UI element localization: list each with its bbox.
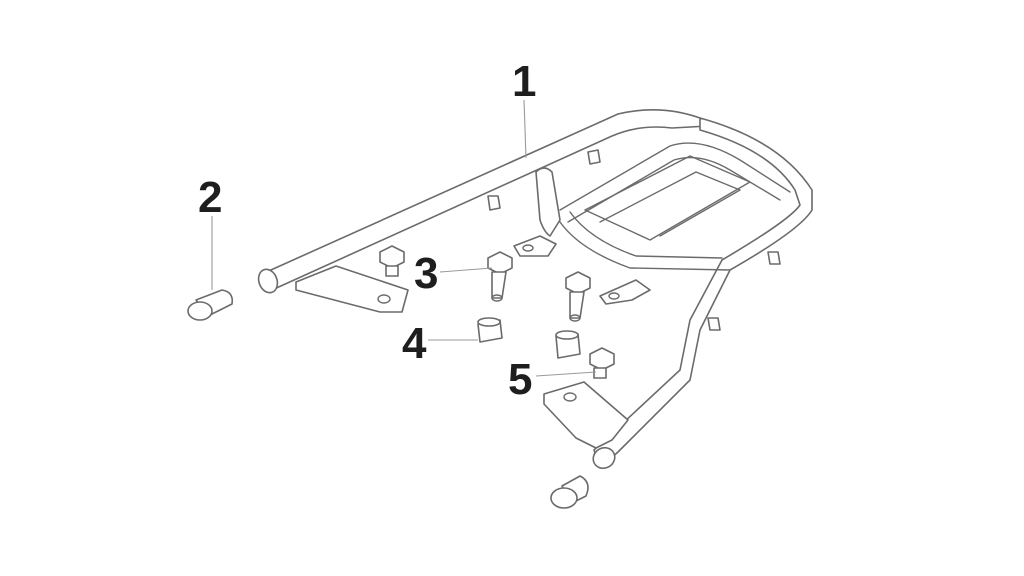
leader-line-3	[439, 267, 493, 273]
callout-1: 1	[512, 57, 536, 106]
callout-2: 2	[198, 173, 222, 222]
callout-3: 3	[414, 249, 438, 298]
callout-5: 5	[508, 355, 532, 404]
spacer-left	[477, 317, 503, 343]
end-cap-left	[187, 289, 234, 321]
bolt-long-left	[487, 251, 513, 302]
leader-line-1	[523, 99, 527, 159]
bolt-short-left	[379, 245, 405, 277]
bolt-long-right	[565, 271, 591, 322]
rear-rack-frame	[257, 109, 813, 470]
leader-line-5	[535, 371, 597, 377]
callout-4: 4	[402, 319, 427, 368]
flange-nut	[589, 347, 615, 379]
end-cap-right	[550, 475, 589, 509]
spacer-right	[555, 330, 581, 359]
